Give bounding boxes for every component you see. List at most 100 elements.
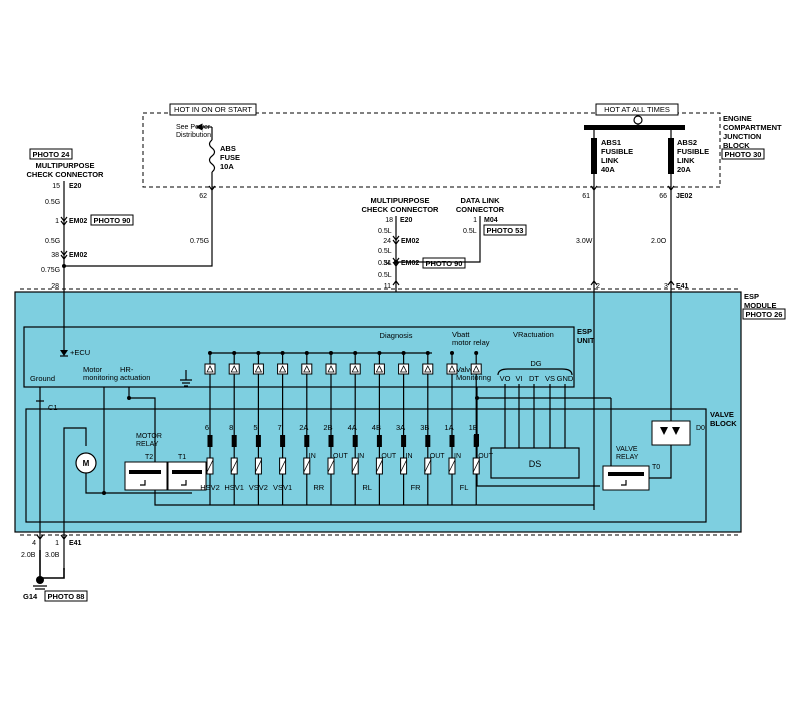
esp-module-label-2: MODULE <box>744 301 777 310</box>
mpcc-left-label-2: CHECK CONNECTOR <box>27 170 105 179</box>
photo-88-tag <box>44 590 88 602</box>
valve-number-label: 6 <box>205 423 209 432</box>
photo-26-label: PHOTO 26 <box>746 310 783 319</box>
motor-relay-label: MOTOR <box>136 433 162 440</box>
ecu-diode-icon <box>60 350 68 356</box>
d0-diode-icon <box>660 427 680 435</box>
abs1-fusible-link <box>591 138 597 174</box>
abs-fuse-rating: 10A <box>220 162 234 171</box>
esp-unit-label: ESP <box>577 327 592 336</box>
valve-connector-pin <box>328 435 334 447</box>
photo-90-label-b: PHOTO 90 <box>426 259 463 268</box>
d0-diode-box <box>651 420 691 446</box>
valve-solenoid-group: 6HSV28HSV15VSV27VSV12AINRR2BOUT4AINRL4BO… <box>200 351 594 506</box>
ecu-label: +ECU <box>70 348 90 357</box>
valve-number-label: 1B <box>469 423 478 432</box>
mpcc-mid-label-2: CHECK CONNECTOR <box>362 205 440 214</box>
dg-vo: VO <box>500 374 511 383</box>
valve-group-label: VSV1 <box>273 483 292 492</box>
valve-number-label: 3A <box>396 423 405 432</box>
abs1-rating: 40A <box>601 165 615 174</box>
conn-e20-left: E20 <box>69 183 82 190</box>
dg-label: DG <box>530 359 541 368</box>
abs-fuse-label-2: FUSE <box>220 153 240 162</box>
valve-block-label: VALVE <box>710 410 734 419</box>
pin-2: 2 <box>596 283 600 290</box>
motor-symbol: M <box>83 459 90 468</box>
pin-1-e41: 1 <box>55 540 59 547</box>
relay-t1-label: T1 <box>178 454 186 461</box>
valve-relay-label-2: RELAY <box>616 454 639 461</box>
pin-38: 38 <box>51 252 59 259</box>
valve-number-label: 3B <box>420 423 429 432</box>
wire-30b: 3.0B <box>45 552 60 559</box>
pin-61: 61 <box>582 193 590 200</box>
photo-90-label-a: PHOTO 90 <box>94 216 131 225</box>
pin-4: 4 <box>32 540 36 547</box>
vractuation-label: VRactuation <box>513 330 554 339</box>
esp-module-label: ESP <box>744 292 759 301</box>
photo-24-label: PHOTO 24 <box>33 150 71 159</box>
valve-group-label: FR <box>411 483 422 492</box>
conn-e41-top: E41 <box>676 283 689 290</box>
dg-brace <box>497 368 573 376</box>
pin-28: 28 <box>51 283 59 290</box>
valve-connector-pin <box>352 435 358 447</box>
valve-number-label: 2B <box>323 423 332 432</box>
valve-group-label: VSV2 <box>249 483 268 492</box>
pin-18: 18 <box>385 217 393 224</box>
valve-connector-pin <box>304 435 310 447</box>
photo-53-label: PHOTO 53 <box>487 226 524 235</box>
valve-io-label: IN <box>406 453 413 460</box>
valve-block-box <box>25 408 707 523</box>
valve-connector-pin <box>207 435 213 447</box>
valve-block-label-2: BLOCK <box>710 419 737 428</box>
valve-connector-pin <box>425 435 431 447</box>
wire-05l-d: 0.5L <box>378 272 392 279</box>
wire-05g-b: 0.5G <box>45 238 60 245</box>
valve-connector-pin <box>473 435 479 447</box>
motor-monitoring-label-2: monitoring <box>83 373 118 382</box>
dg-vs: VS <box>545 374 555 383</box>
valve-number-label: 5 <box>253 423 257 432</box>
ecjb-label-3: JUNCTION <box>723 132 761 141</box>
power-bus-bar <box>584 125 685 130</box>
wire-05l-b: 0.5L <box>378 248 392 255</box>
valve-number-label: 4B <box>372 423 381 432</box>
ecjb-label-4: BLOCK <box>723 141 750 150</box>
valve-io-label: IN <box>309 453 316 460</box>
valve-connector-pin <box>376 435 382 447</box>
conn-em02-d: EM02 <box>401 260 419 267</box>
abs1-label-2: FUSIBLE <box>601 147 633 156</box>
hot-all-times-tag <box>595 103 679 116</box>
wire-075g-splice <box>64 190 213 267</box>
hr-actuation-label-2: actuation <box>120 373 150 382</box>
valve-number-label: 2A <box>299 423 308 432</box>
conn-m04: M04 <box>484 217 498 224</box>
conn-e20-mid: E20 <box>400 217 413 224</box>
ds-label: DS <box>529 459 542 469</box>
abs2-label-3: LINK <box>677 156 695 165</box>
esp-unit-box <box>23 326 575 388</box>
conn-em02-b: EM02 <box>69 252 87 259</box>
hot-on-start-tag <box>169 103 257 116</box>
ground-point-icon <box>36 576 44 584</box>
relay-t2-label: T2 <box>145 454 153 461</box>
conn-em02-c: EM02 <box>401 238 419 245</box>
pin-62: 62 <box>199 193 207 200</box>
mpcc-mid-label: MULTIPURPOSE <box>370 196 429 205</box>
dg-dt: DT <box>529 374 539 383</box>
hot-on-start-label: HOT IN ON OR START <box>174 105 252 114</box>
wire-05g-a: 0.5G <box>45 199 60 206</box>
valve-relay-box <box>602 465 650 491</box>
dlc-label-2: CONNECTOR <box>456 205 505 214</box>
ground-label: Ground <box>30 374 55 383</box>
valve-group-label: RL <box>362 483 372 492</box>
valve-io-label: OUT <box>478 453 494 460</box>
photo-30-tag <box>721 148 765 160</box>
ecjb-label-2: COMPARTMENT <box>723 123 782 132</box>
wire-05l-a: 0.5L <box>378 228 392 235</box>
hr-actuation-label: HR- <box>120 365 134 374</box>
motor-monitoring-label: Motor <box>83 365 103 374</box>
